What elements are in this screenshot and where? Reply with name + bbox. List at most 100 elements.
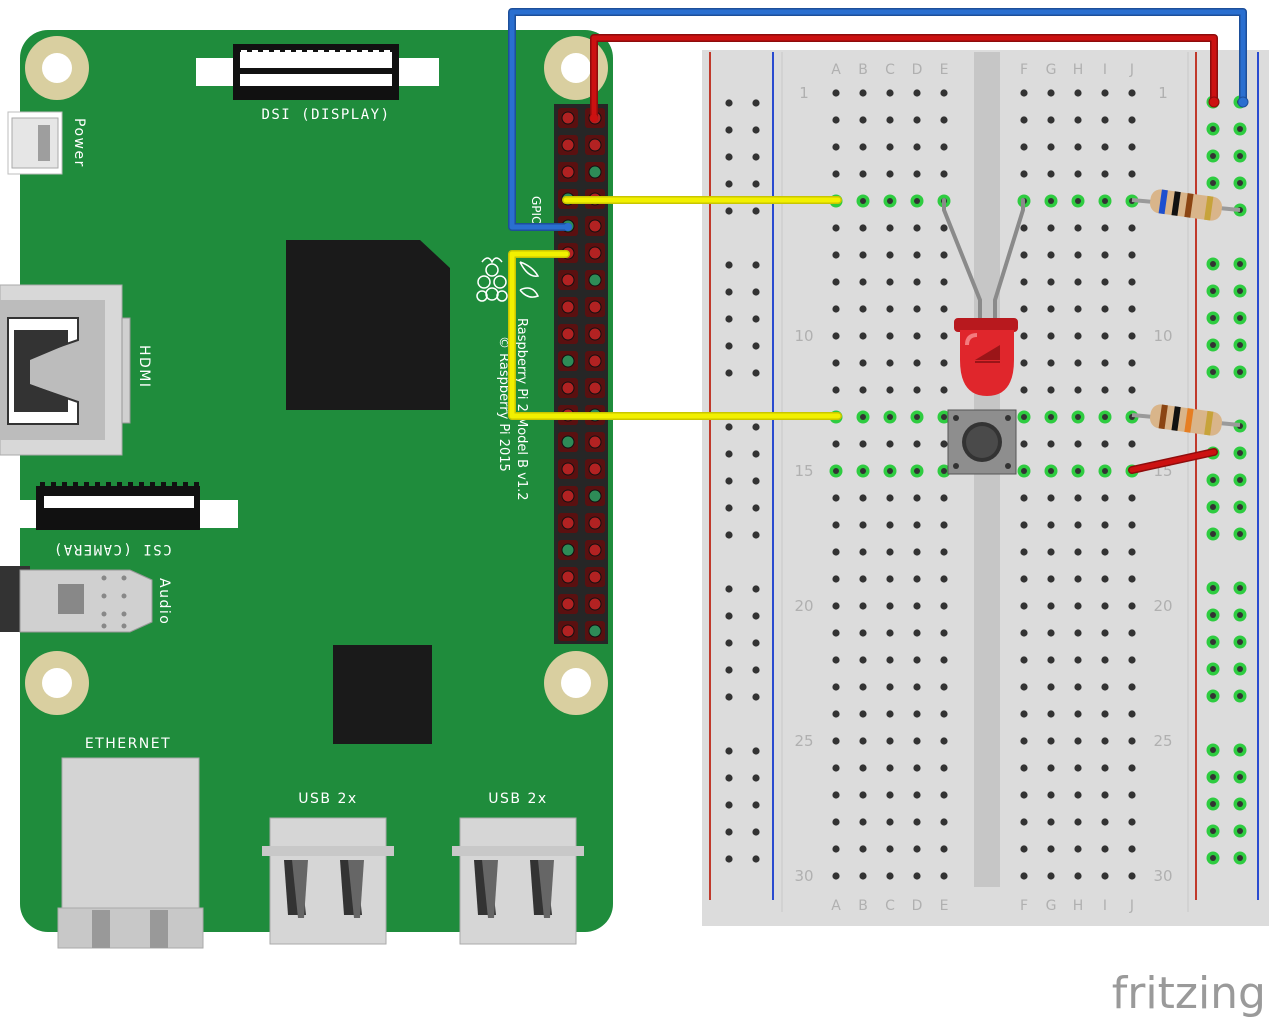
breadboard-hole <box>1128 683 1136 691</box>
breadboard-hole <box>1128 224 1136 232</box>
pi-pcb <box>20 30 613 932</box>
breadboard-hole <box>886 332 894 340</box>
rail-hole <box>725 693 733 701</box>
breadboard-hole <box>886 89 894 97</box>
breadboard-hole <box>1128 332 1136 340</box>
rail-hole <box>752 180 760 188</box>
column-label: J <box>1129 62 1134 78</box>
breadboard-hole <box>1074 737 1082 745</box>
breadboard-hole <box>940 89 948 97</box>
breadboard-hole <box>940 143 948 151</box>
breadboard-hole <box>1047 386 1055 394</box>
rail-hole <box>725 855 733 863</box>
breadboard-hole <box>832 170 840 178</box>
row-number: 25 <box>1153 732 1172 750</box>
breadboard-hole <box>1074 386 1082 394</box>
breadboard-hole <box>859 872 867 880</box>
rail-hole <box>752 423 760 431</box>
row-number: 20 <box>794 597 813 615</box>
breadboard-hole <box>913 521 921 529</box>
breadboard-hole <box>886 737 894 745</box>
gpio-pins <box>558 108 605 641</box>
breadboard-hole <box>859 656 867 664</box>
breadboard-hole <box>913 224 921 232</box>
breadboard-hole <box>886 278 894 286</box>
rail-hole <box>752 153 760 161</box>
gpio-pin <box>558 108 578 128</box>
breadboard-hole <box>886 251 894 259</box>
breadboard-hole <box>832 575 840 583</box>
breadboard-hole <box>886 710 894 718</box>
breadboard-hole <box>1074 791 1082 799</box>
gpio-pin <box>585 567 605 587</box>
breadboard-hole <box>1101 143 1109 151</box>
breadboard-hole <box>1074 548 1082 556</box>
breadboard-hole <box>859 89 867 97</box>
breadboard-hole <box>913 440 921 448</box>
gpio-pin <box>585 135 605 155</box>
led-legs <box>942 198 1025 332</box>
breadboard-hole <box>1047 332 1055 340</box>
column-label: H <box>1073 898 1084 914</box>
breadboard-hole <box>913 332 921 340</box>
breadboard-hole <box>1047 575 1055 583</box>
breadboard-hole <box>1047 521 1055 529</box>
breadboard-hole <box>1020 791 1028 799</box>
row-number: 1 <box>799 84 809 102</box>
breadboard-hole <box>1074 116 1082 124</box>
breadboard-hole <box>832 359 840 367</box>
gpio-pin <box>585 486 605 506</box>
rail-hole <box>725 180 733 188</box>
breadboard-hole <box>1128 386 1136 394</box>
rail-hole <box>725 612 733 620</box>
breadboard-hole <box>1047 629 1055 637</box>
rail-hole <box>752 531 760 539</box>
row-number: 1 <box>1158 84 1168 102</box>
breadboard-hole <box>1101 548 1109 556</box>
breadboard-hole <box>940 872 948 880</box>
breadboard-hole <box>859 683 867 691</box>
breadboard-hole <box>1074 170 1082 178</box>
breadboard-hole <box>1074 575 1082 583</box>
mount-hole-bottom-right <box>544 651 608 715</box>
rail-hole <box>752 288 760 296</box>
resistor-1 <box>1131 189 1241 221</box>
breadboard-hole <box>1047 440 1055 448</box>
usb1-label: USB 2x <box>298 791 357 807</box>
breadboard-hole <box>940 170 948 178</box>
gpio-pin <box>558 162 578 182</box>
breadboard-hole <box>913 602 921 610</box>
breadboard-hole <box>832 683 840 691</box>
breadboard-hole <box>1020 359 1028 367</box>
breadboard-hole <box>832 602 840 610</box>
gpio-pin <box>558 567 578 587</box>
breadboard-hole <box>1074 143 1082 151</box>
breadboard-hole <box>1101 89 1109 97</box>
breadboard-hole <box>1047 251 1055 259</box>
rail-hole <box>725 801 733 809</box>
gpio-pin <box>558 432 578 452</box>
wire-endpoints <box>564 96 1249 231</box>
breadboard-hole <box>913 359 921 367</box>
breadboard-hole <box>1128 440 1136 448</box>
breadboard-hole <box>1101 116 1109 124</box>
rail-hole <box>725 99 733 107</box>
breadboard-hole <box>859 278 867 286</box>
rail-hole <box>752 369 760 377</box>
breadboard-hole <box>1074 494 1082 502</box>
rail-hole <box>725 828 733 836</box>
ethernet-label: ETHERNET <box>85 736 171 752</box>
breadboard-hole <box>886 764 894 772</box>
ethernet-port <box>57 757 204 949</box>
breadboard-hole <box>913 548 921 556</box>
rail-hole <box>725 585 733 593</box>
breadboard-hole <box>886 548 894 556</box>
column-label: G <box>1046 898 1057 914</box>
breadboard-hole <box>859 386 867 394</box>
breadboard-hole <box>859 359 867 367</box>
rail-hole <box>752 207 760 215</box>
gpio-pin <box>585 243 605 263</box>
breadboard-hole <box>859 521 867 529</box>
breadboard-hole <box>1128 575 1136 583</box>
